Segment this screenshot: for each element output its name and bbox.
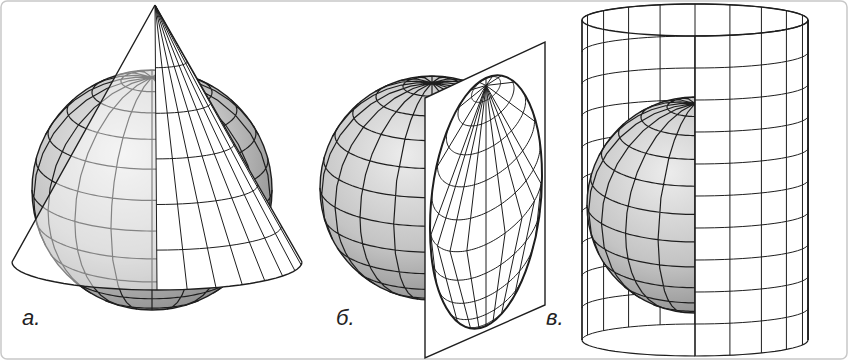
tangent-plane (425, 42, 545, 358)
cylinder-front-surface (695, 20, 808, 356)
azimuthal-projection (320, 42, 545, 358)
projected-disc (430, 52, 542, 352)
cone-meridian (155, 5, 265, 281)
cylinder-line (695, 180, 808, 196)
cone-parallel (155, 62, 187, 68)
cone-parallel (157, 226, 282, 250)
cylinder-line (695, 308, 808, 324)
disc-graticule (430, 52, 542, 352)
cylinder-bottom-edge (582, 340, 695, 356)
cylinder-top-edge (582, 4, 808, 36)
disc-outline (430, 52, 542, 352)
cylinder-line (695, 212, 808, 228)
cylinder-line (695, 148, 808, 164)
cylindrical-projection (582, 4, 808, 356)
panel-letter: а. (22, 306, 40, 330)
cone-outline (12, 5, 302, 290)
cone-meridian (155, 5, 283, 276)
cone-meridian (155, 5, 157, 290)
cone-parallel (156, 103, 211, 114)
cylinder-front (695, 20, 808, 356)
panel-letter: в. (546, 306, 564, 330)
cylinder-line (582, 4, 808, 20)
cylinder-line (695, 276, 808, 292)
cone-grid (155, 5, 301, 290)
cone-meridian (155, 5, 295, 271)
panel-letter: б. (336, 306, 355, 330)
cone-left-surface (12, 5, 157, 290)
cylinder-line (695, 244, 808, 260)
cone-meridian (155, 5, 187, 289)
cylinder-line (695, 116, 808, 132)
conic-projection (12, 5, 302, 310)
cylinder-line (695, 52, 808, 68)
cone-parallel (156, 144, 234, 159)
cone-parallel (156, 185, 258, 205)
cylinder-line (695, 84, 808, 100)
cone-meridian (155, 5, 216, 288)
cone-right-surface (155, 5, 302, 290)
cylinder-side-edges (582, 20, 808, 340)
